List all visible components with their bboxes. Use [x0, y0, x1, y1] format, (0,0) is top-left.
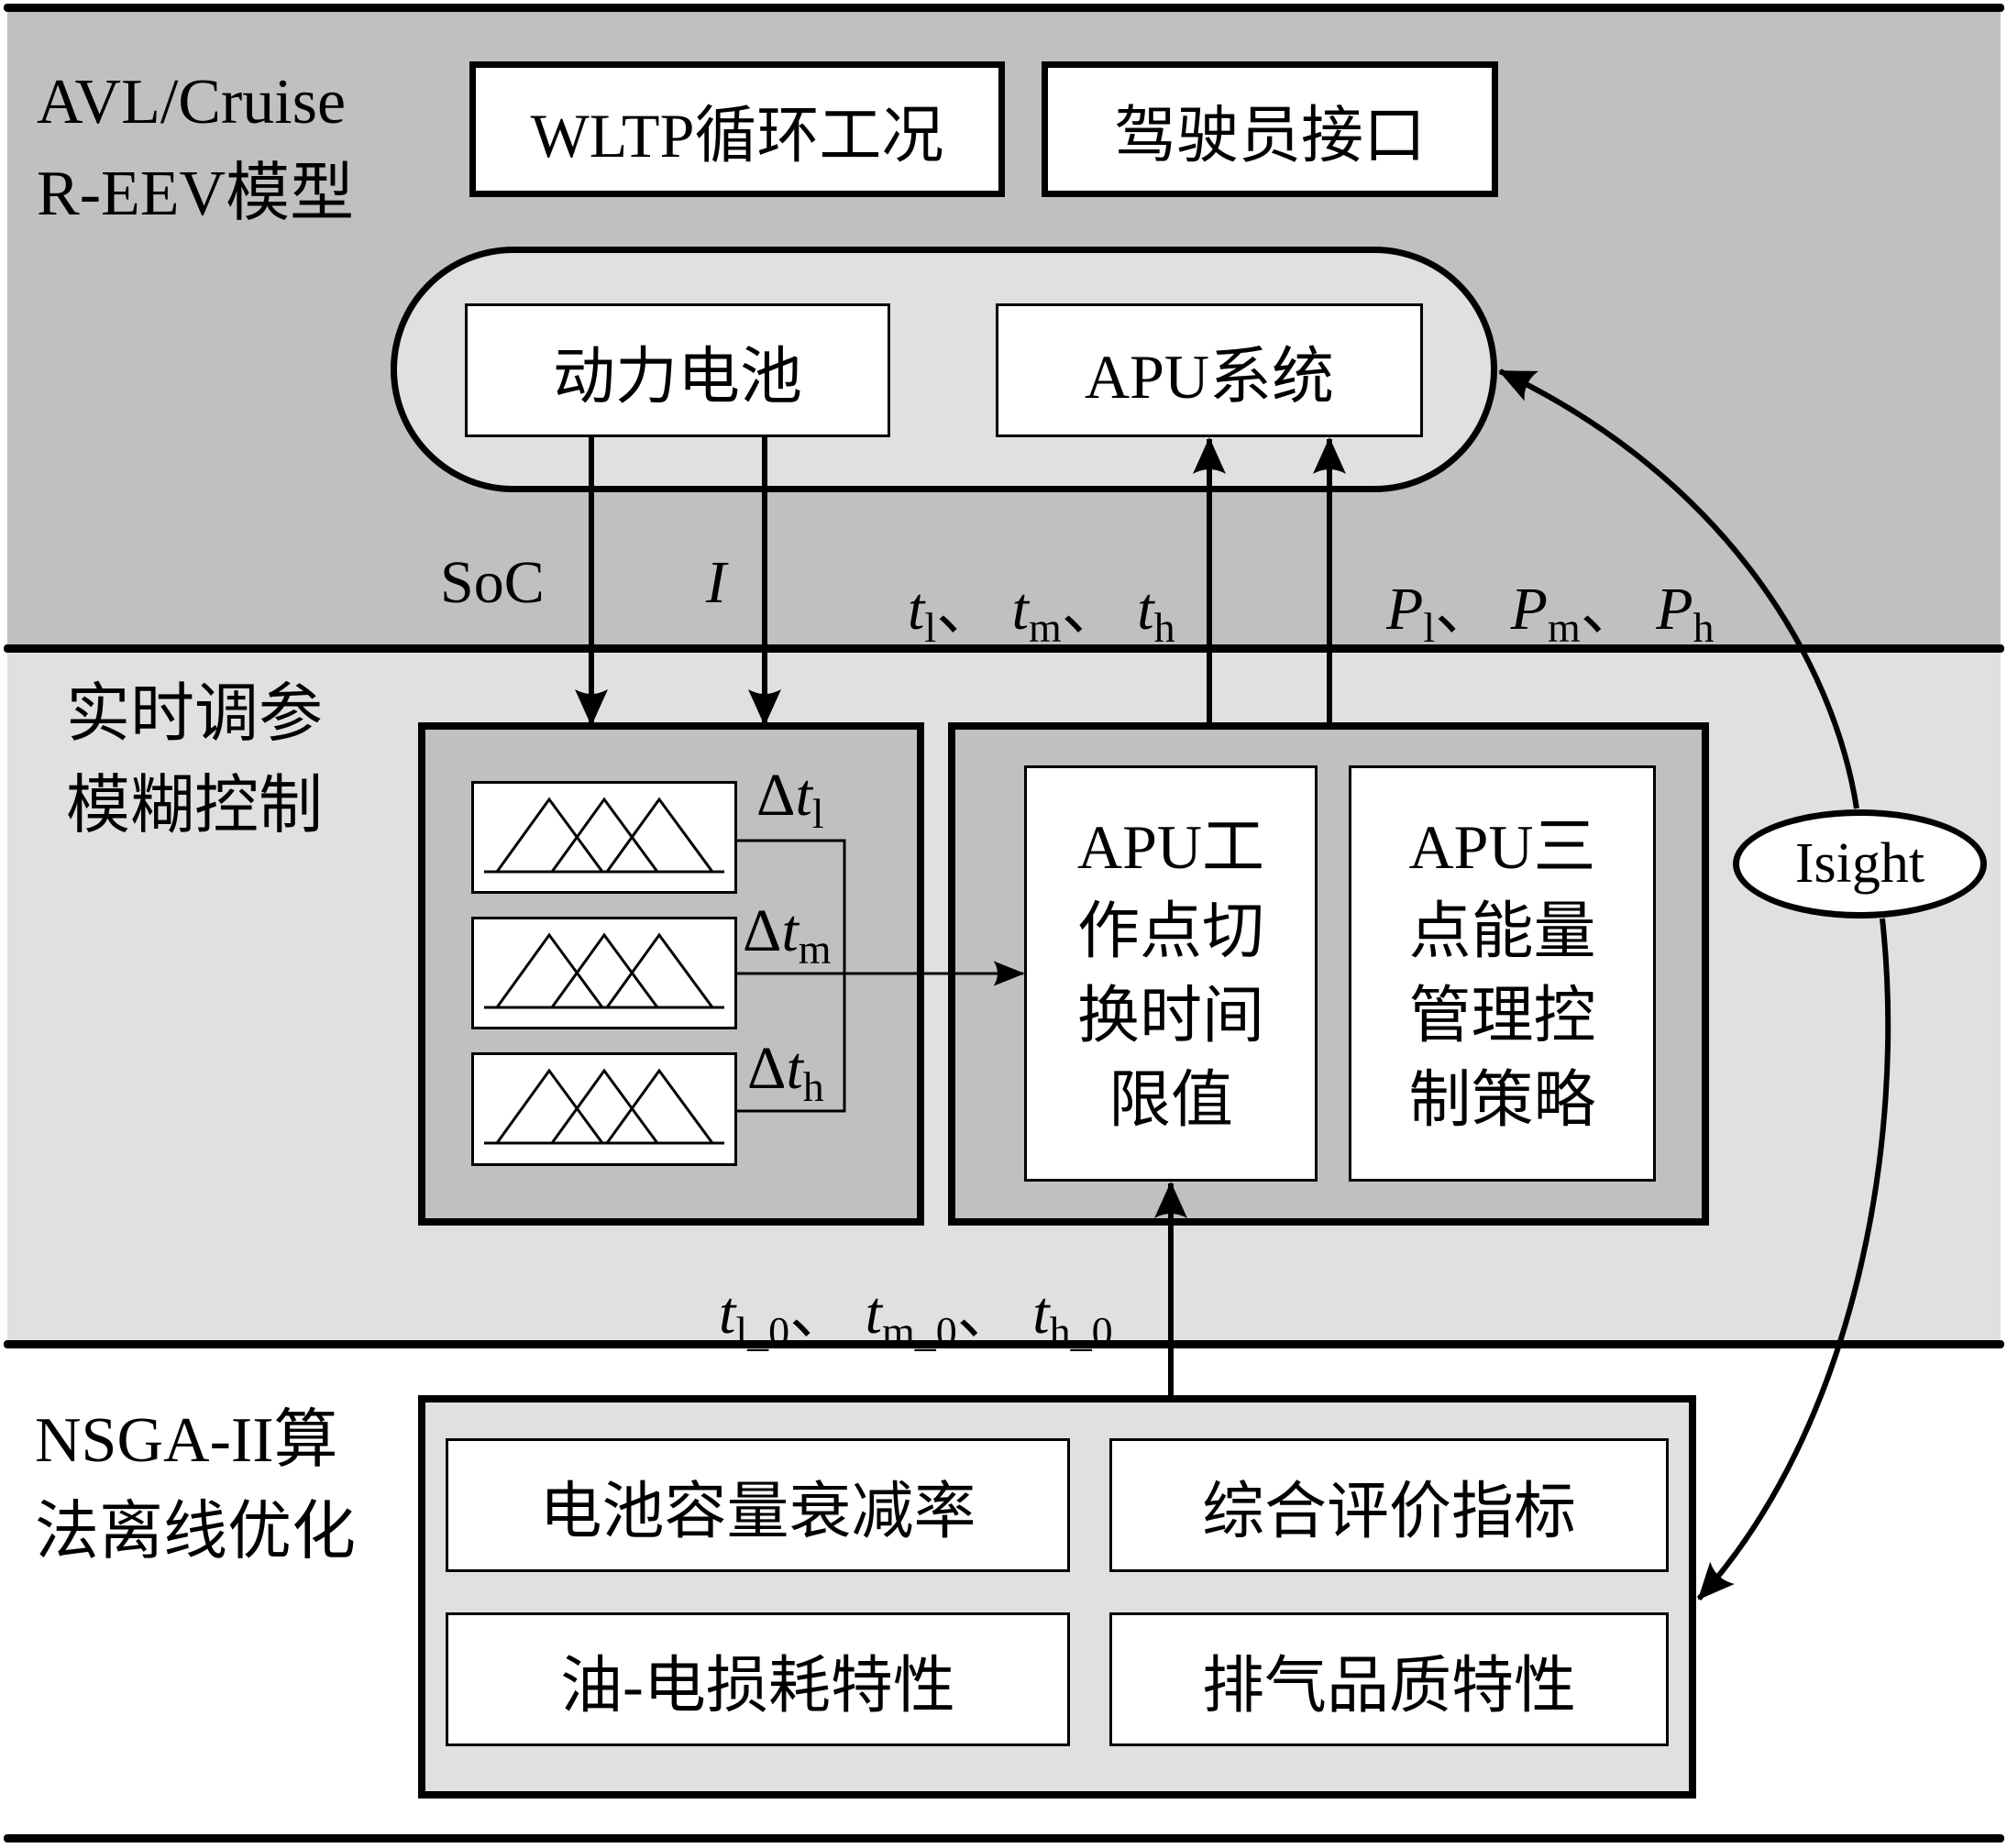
- objective-box-emission-quality: 排气品质特性: [1109, 1612, 1669, 1746]
- current-signal-label: I: [706, 549, 726, 616]
- membership-triangle: [605, 797, 714, 873]
- switch-time-limit-label: APU工 作点切 换时间 限值: [1076, 812, 1265, 1135]
- energy-strategy-label: APU三 点能量 管理控 制策略: [1408, 812, 1596, 1135]
- objective-label: 电池容量衰减率: [539, 1476, 976, 1546]
- divider-bottom: [4, 1834, 2004, 1842]
- initial-times-label: tl_0、 tm_0、 th_0: [719, 1280, 1113, 1355]
- membership-triangle: [550, 797, 659, 873]
- wltp-cycle-box: WLTP循环工况: [469, 61, 1005, 197]
- battery-box: 动力电池: [465, 303, 890, 437]
- section-label-top: AVL/Cruise R-EEV模型: [37, 67, 355, 229]
- apu-system-label: APU系统: [1084, 341, 1335, 412]
- switch-times-label: tl、 tm、 th: [908, 576, 1175, 651]
- power-levels-label: Pl、 Pm、 Ph: [1386, 576, 1715, 651]
- delta-t-low-label: Δtl: [756, 762, 824, 837]
- section-label-bottom: NSGA-II算 法离线优化: [35, 1405, 356, 1568]
- divider-top: [4, 4, 2004, 12]
- membership-triangle: [495, 797, 604, 873]
- membership-triangle: [550, 1068, 659, 1144]
- section-label-middle: 实时调参 模糊控制: [66, 679, 323, 842]
- isight-to-model-arrow: [1498, 368, 1859, 809]
- objective-label: 排气品质特性: [1201, 1650, 1576, 1721]
- soc-signal-label: SoC: [440, 549, 545, 616]
- membership-triangle: [495, 932, 604, 1008]
- objective-box-composite-index: 综合评价指标: [1109, 1438, 1669, 1572]
- isight-node: Isight: [1733, 809, 1987, 918]
- divider-1: [4, 644, 2004, 653]
- delta-t-mid-label: Δtm: [743, 897, 832, 973]
- wltp-cycle-label: WLTP循环工况: [530, 100, 944, 170]
- objective-label: 油-电损耗特性: [560, 1650, 955, 1721]
- isight-to-objectives-arrow: [1696, 918, 1891, 1601]
- delta-t-high-label: Δth: [747, 1035, 824, 1110]
- membership-triangle: [550, 932, 659, 1008]
- membership-triangle: [495, 1068, 604, 1144]
- energy-strategy-box: APU三 点能量 管理控 制策略: [1349, 765, 1656, 1182]
- driver-interface-label: 驾驶员接口: [1113, 100, 1426, 170]
- isight-label: Isight: [1794, 832, 1925, 895]
- switch-time-limit-box: APU工 作点切 换时间 限值: [1024, 765, 1318, 1182]
- objective-label: 综合评价指标: [1201, 1476, 1576, 1546]
- fuzzy-output-bracket: [737, 839, 846, 1113]
- battery-label: 动力电池: [552, 341, 802, 412]
- objective-box-battery-fade: 电池容量衰减率: [446, 1438, 1070, 1572]
- membership-functions: [484, 797, 724, 1145]
- divider-2: [4, 1340, 2004, 1348]
- apu-system-box: APU系统: [996, 303, 1423, 437]
- objective-box-fuel-electric-loss: 油-电损耗特性: [446, 1612, 1070, 1746]
- membership-triangle: [605, 1068, 714, 1144]
- membership-triangle: [605, 932, 714, 1008]
- driver-interface-box: 驾驶员接口: [1042, 61, 1498, 197]
